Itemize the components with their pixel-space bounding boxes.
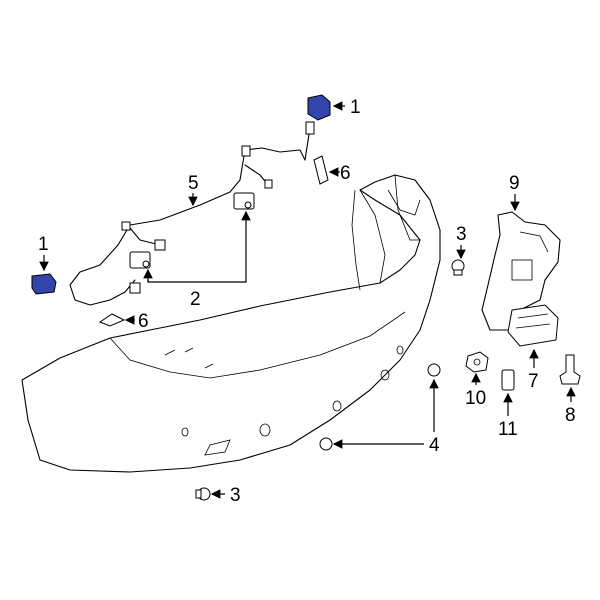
control-module — [507, 304, 559, 347]
bumper-cover — [21, 174, 441, 473]
module-bracket — [481, 211, 561, 331]
wiring-harness — [69, 121, 315, 306]
clip-bottom — [195, 487, 211, 501]
bolt — [559, 354, 581, 385]
callout-6-top: 6 — [340, 163, 351, 184]
callout-7: 7 — [528, 371, 539, 392]
callout-11: 11 — [498, 419, 518, 440]
harness-connectors — [129, 192, 255, 269]
callout-5: 5 — [188, 173, 199, 194]
callout-8: 8 — [565, 405, 576, 426]
callout-1-top: 1 — [350, 97, 361, 118]
retainer-upper — [427, 363, 441, 377]
parking-sensor-top — [307, 94, 331, 121]
callout-4: 4 — [429, 435, 440, 456]
callout-9: 9 — [509, 173, 520, 194]
callout-6-bottom: 6 — [138, 311, 149, 332]
sensor-bracket-bottom — [98, 313, 126, 327]
clip-right — [451, 259, 465, 276]
retainer-lower — [319, 437, 333, 451]
leader-lines — [39, 101, 576, 499]
callout-2: 2 — [190, 289, 201, 310]
parking-sensor-left — [31, 273, 57, 295]
callout-10: 10 — [465, 388, 486, 409]
callout-3-bottom: 3 — [230, 485, 241, 506]
callout-1-left: 1 — [38, 234, 49, 255]
callout-3-right: 3 — [456, 224, 467, 245]
fuse — [501, 369, 515, 391]
sensor-bracket-top — [313, 155, 329, 185]
nut — [465, 351, 489, 373]
